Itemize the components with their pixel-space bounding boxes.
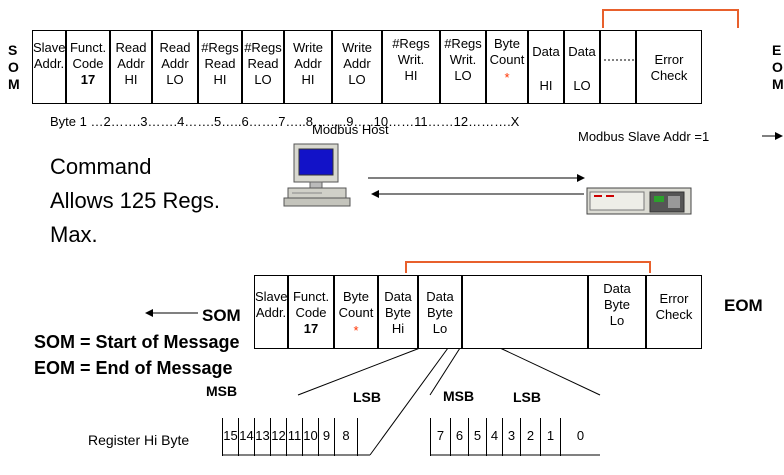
- bit-6: 6: [450, 418, 468, 456]
- bit-10: 10: [302, 418, 318, 456]
- bottom-som-label: SOM: [202, 306, 241, 326]
- bit-8: 8: [334, 418, 358, 456]
- legend-eom: EOM = End of Message: [34, 358, 233, 379]
- register-hi-byte-label: Register Hi Byte: [88, 432, 189, 448]
- bit-1: 1: [540, 418, 560, 456]
- bit-13: 13: [254, 418, 270, 456]
- msb-left-label: MSB: [206, 383, 237, 399]
- bit-4: 4: [486, 418, 502, 456]
- bit-3: 3: [502, 418, 520, 456]
- legend-som: SOM = Start of Message: [34, 332, 240, 353]
- hi-byte-bits: 15 14 13 12 11 10 9 8: [222, 418, 372, 456]
- bit-15: 15: [222, 418, 238, 456]
- lo-byte-bits: 7 6 5 4 3 2 1 0: [430, 418, 602, 456]
- msb-right-label: MSB: [443, 388, 474, 404]
- bit-12: 12: [270, 418, 286, 456]
- bottom-cell-ellipsis: [462, 275, 588, 349]
- lsb-left-label: LSB: [353, 389, 381, 405]
- lsb-right-label: LSB: [513, 389, 541, 405]
- bit-11: 11: [286, 418, 302, 456]
- bottom-eom-label: EOM: [724, 296, 763, 316]
- bit-14: 14: [238, 418, 254, 456]
- bit-7: 7: [430, 418, 450, 456]
- bit-9: 9: [318, 418, 334, 456]
- bit-5: 5: [468, 418, 486, 456]
- bit-2: 2: [520, 418, 540, 456]
- bit-0: 0: [560, 418, 600, 456]
